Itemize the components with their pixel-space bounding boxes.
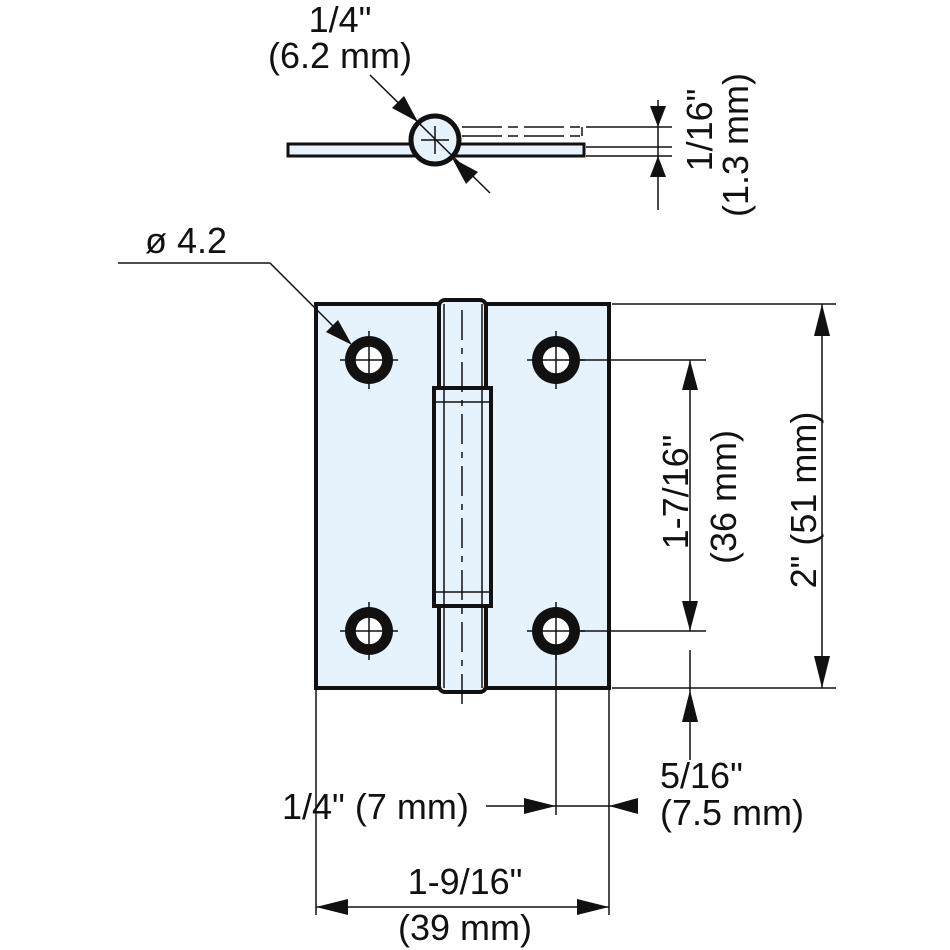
thickness-arrow-bottom — [650, 156, 666, 177]
width-dimension — [315, 690, 610, 915]
edge-distance-dimension — [682, 650, 698, 760]
thickness-metric: (1.3 mm) — [715, 73, 756, 217]
thickness-imperial: 1/16" — [679, 89, 720, 172]
hole-spacing-imperial: 1-7/16" — [655, 435, 696, 550]
width-metric: (39 mm) — [398, 907, 532, 948]
hole-diameter-callout — [118, 262, 352, 345]
pin-diameter-metric: (6.2 mm) — [268, 35, 412, 76]
thickness-arrow-top — [650, 106, 666, 127]
edge-distance-imperial: 5/16" — [660, 755, 743, 796]
hinge-side-view — [286, 74, 672, 210]
hole-bottom-right — [527, 602, 585, 660]
hole-spacing-metric: (36 mm) — [703, 430, 744, 564]
pin-diameter-arrow-top — [392, 96, 418, 122]
pin-diameter-imperial: 1/4" — [309, 0, 372, 40]
hinge-front-view — [314, 298, 611, 712]
height-label: 2" (51 mm) — [783, 412, 824, 589]
edge-distance-metric: (7.5 mm) — [660, 792, 804, 833]
hole-top-right — [527, 331, 585, 389]
hole-spacing-dimension — [580, 359, 706, 632]
hole-bottom-left — [340, 602, 398, 660]
hole-diameter-label: ø 4.2 — [145, 220, 227, 261]
side-distance-dimension — [486, 650, 638, 815]
width-imperial: 1-9/16" — [408, 861, 523, 902]
side-distance-label: 1/4" (7 mm) — [282, 786, 469, 827]
pin-diameter-arrow-bottom — [452, 158, 478, 184]
height-dimension — [612, 303, 836, 689]
hole-top-left — [340, 331, 398, 389]
